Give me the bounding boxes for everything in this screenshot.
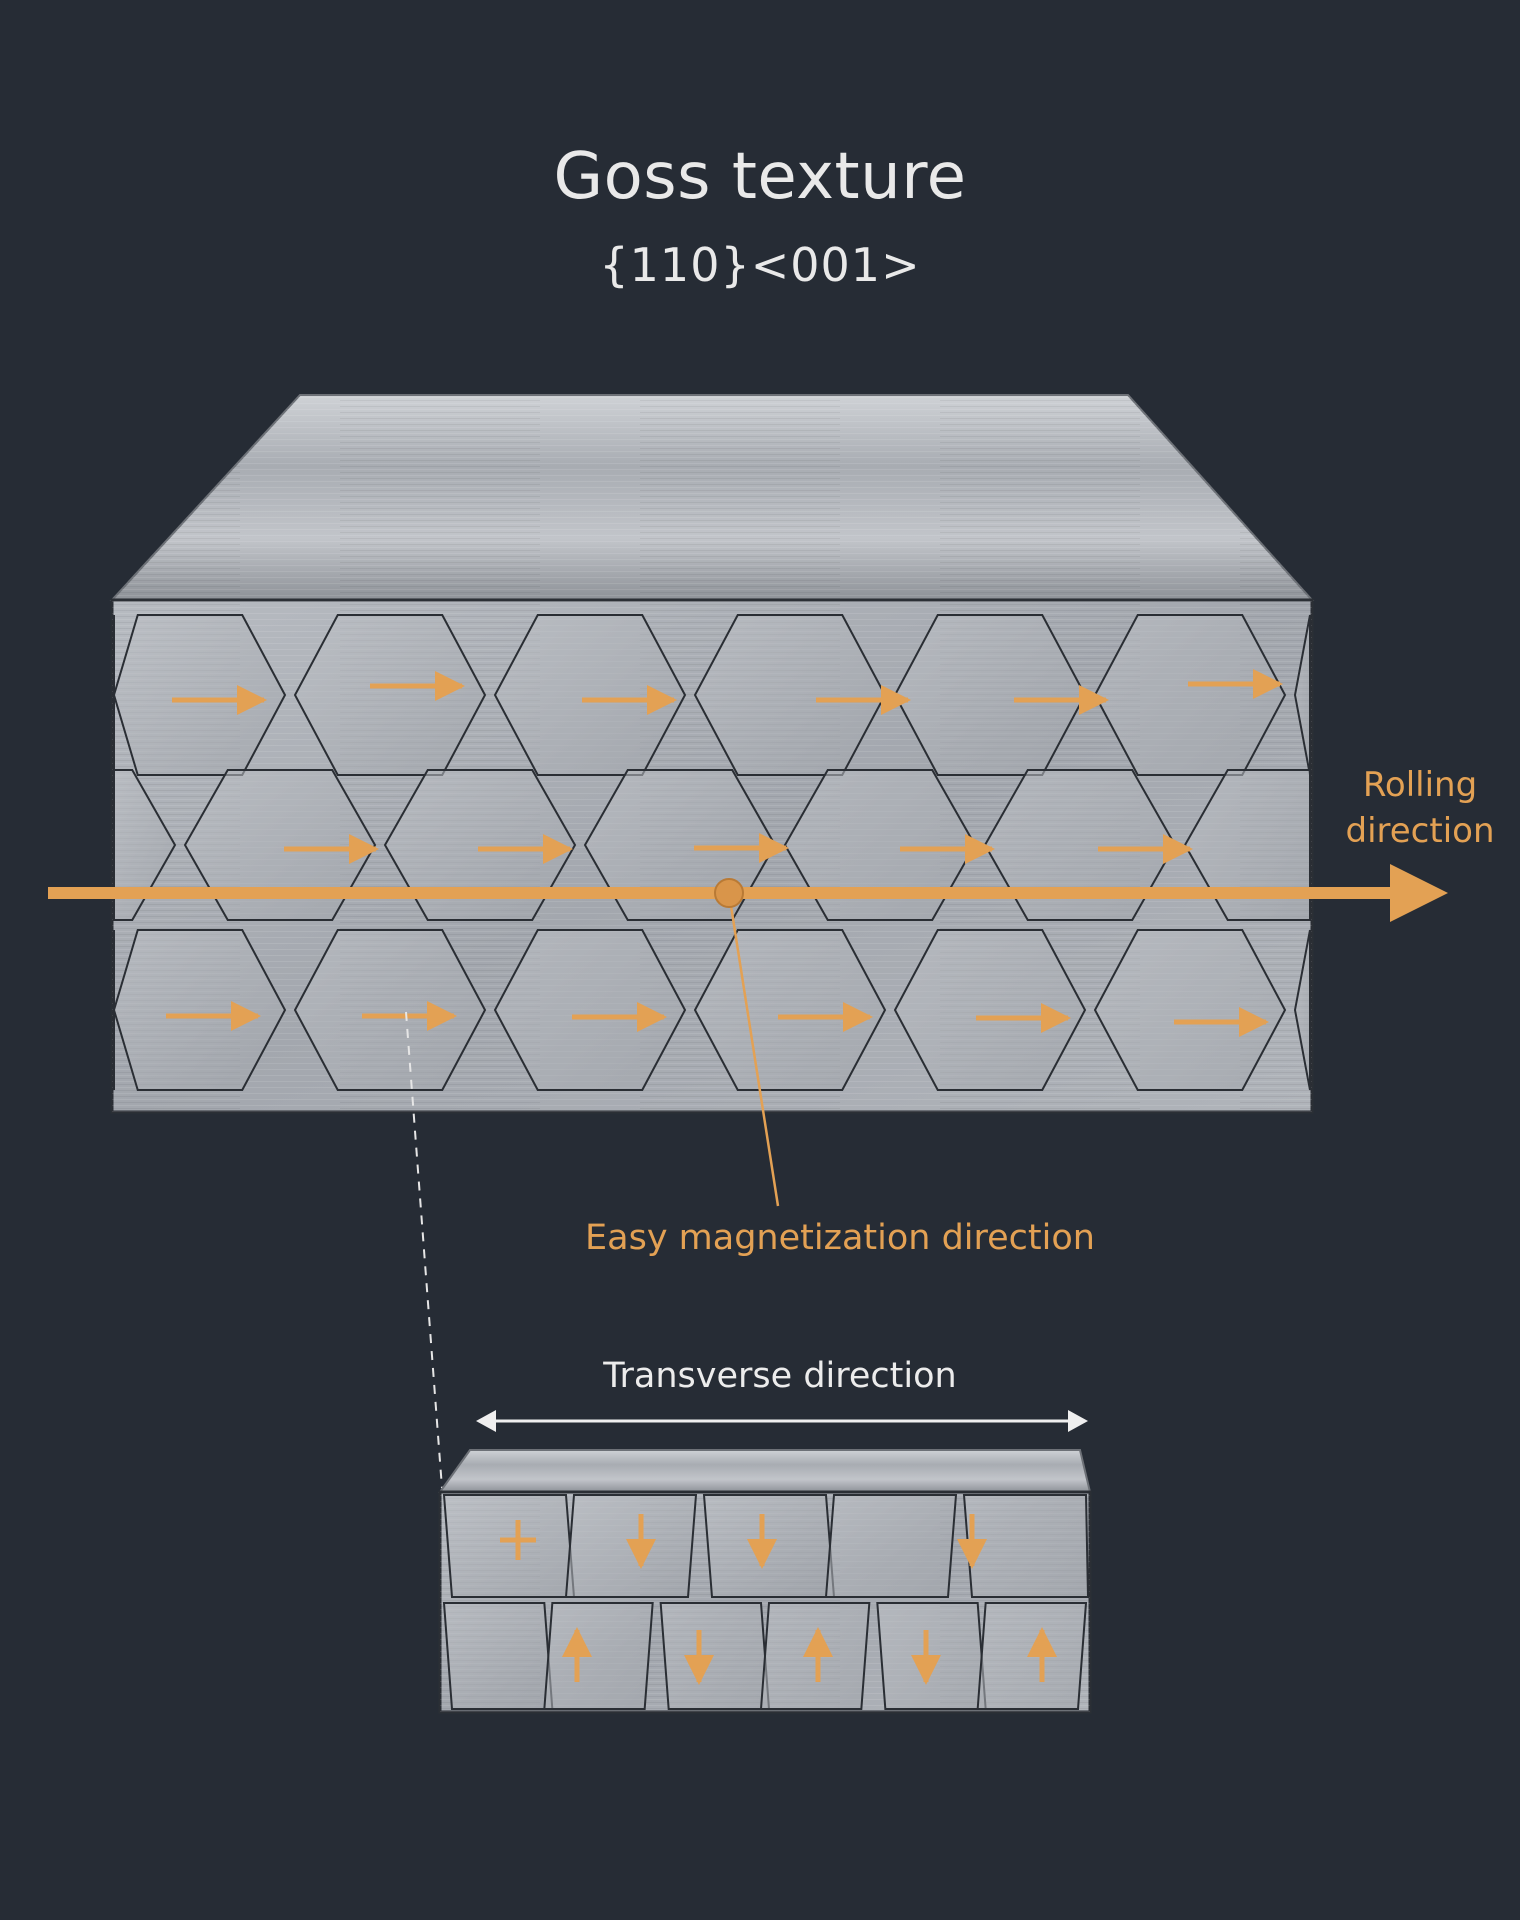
grain-arrow-cross [500, 1520, 536, 1560]
grain-cell [113, 769, 177, 921]
grain-cell [693, 929, 887, 1091]
grain-cell [1293, 929, 1311, 1091]
main-steel-block [109, 394, 1315, 1114]
grain-cell [112, 929, 287, 1091]
transverse-block-top-face [438, 1449, 1092, 1493]
transverse-block-grain-arrows [500, 1514, 1057, 1685]
grain-cell [442, 1602, 554, 1710]
transverse-block-grains [442, 1494, 1090, 1710]
grain-cell [293, 929, 487, 1091]
grain-cell [893, 929, 1087, 1091]
rolling-arrow-head [1390, 864, 1448, 922]
transverse-direction-label: Transverse direction [603, 1356, 957, 1396]
zoom-connector-dashed [405, 1011, 443, 1489]
grain-cell [659, 1602, 771, 1710]
transverse-arrow-head-left [476, 1410, 496, 1432]
transverse-arrow-head-right [1068, 1410, 1088, 1432]
grain-cell [702, 1494, 836, 1598]
grain-cell [564, 1494, 698, 1598]
grain-cell [383, 769, 577, 921]
transverse-direction-arrow [476, 1410, 1088, 1432]
grain-cell [876, 1602, 987, 1710]
diagram-title: Goss texture [553, 140, 967, 214]
main-block-top-brush [112, 395, 1312, 600]
main-block-grains [112, 614, 1311, 1091]
easy-magnetization-point [714, 878, 744, 908]
grain-cell [442, 1494, 576, 1598]
grain-cell [493, 929, 687, 1091]
diagram-subtitle: {110}<001> [599, 238, 921, 292]
grain-cell [183, 769, 377, 921]
grain-cell [962, 1494, 1090, 1598]
rolling-direction-label: Rolling direction [1345, 765, 1495, 851]
main-block-grain-arrows [166, 669, 1283, 1037]
grain-cell [759, 1602, 871, 1710]
grain-cell [543, 1602, 654, 1710]
transverse-steel-block [438, 1449, 1092, 1714]
grain-cell [1093, 929, 1287, 1091]
grain-cell [976, 1602, 1088, 1710]
easy-magnetization-label: Easy magnetization direction [585, 1218, 1095, 1258]
easy-magnetization-leader [714, 878, 780, 1207]
grain-cell [824, 1494, 958, 1598]
